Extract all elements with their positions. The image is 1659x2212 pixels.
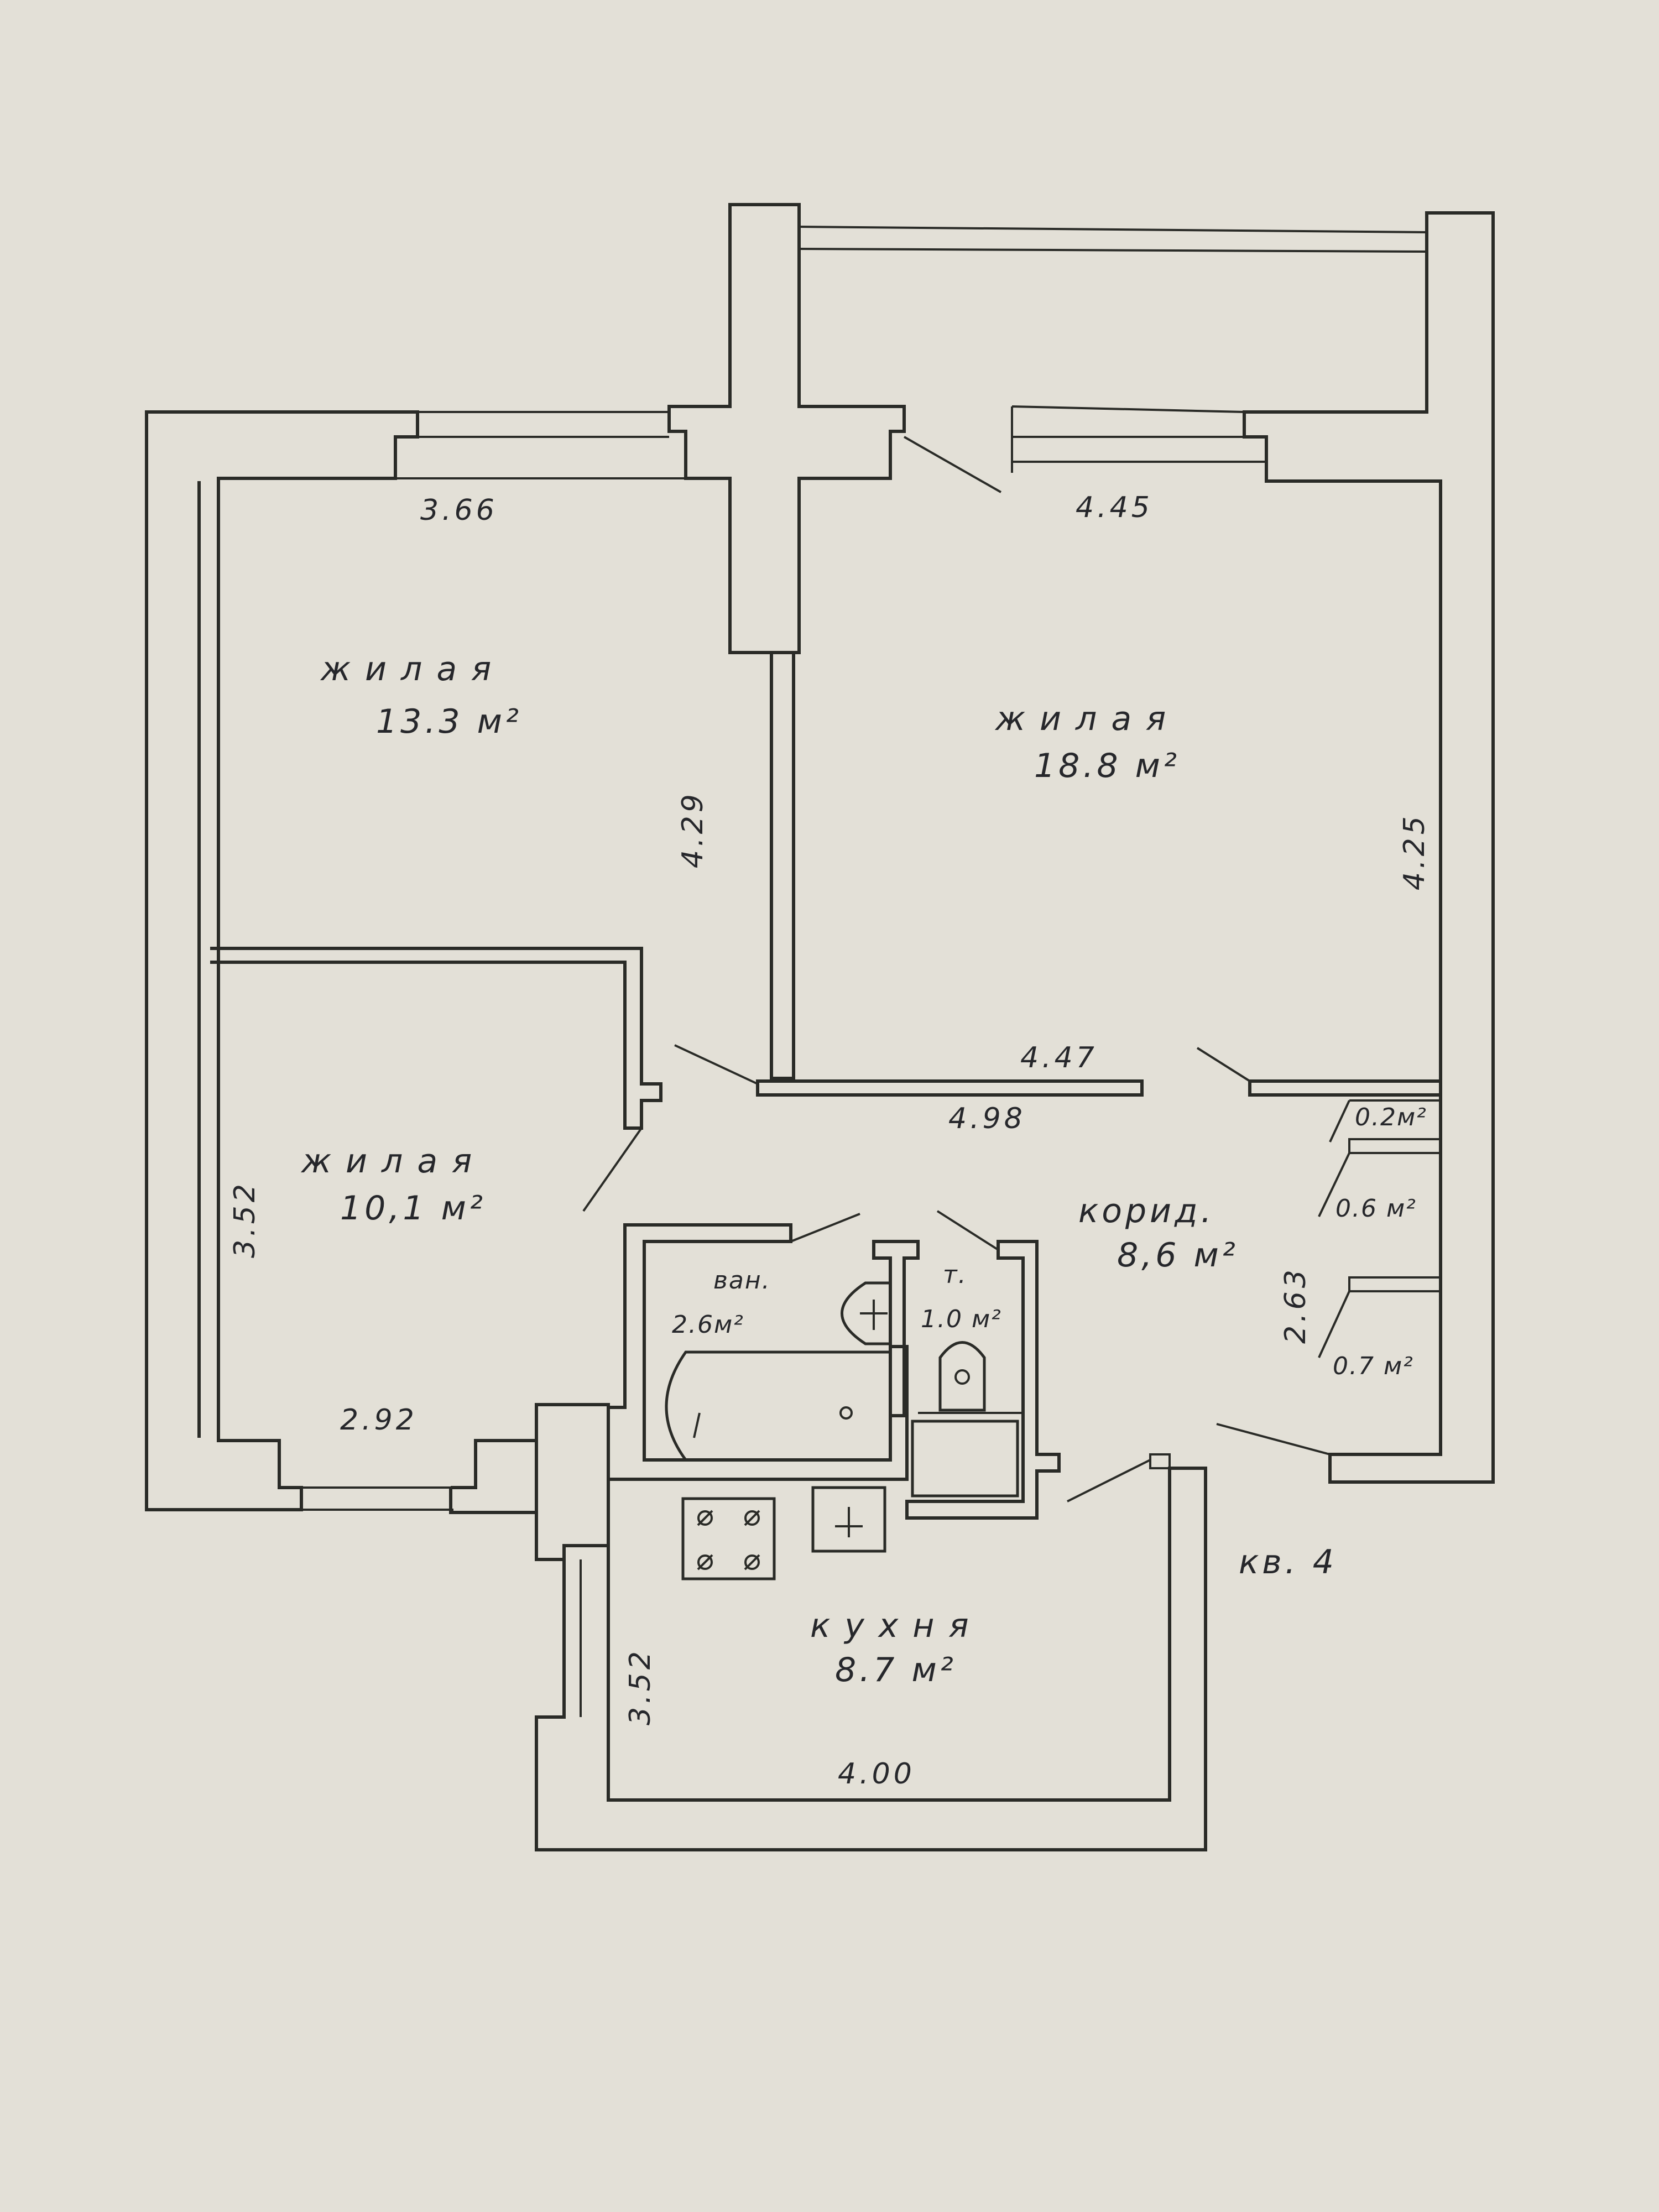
dim-2-63: 2.63 xyxy=(1279,1266,1312,1344)
room-area-living-3: 10,1 м² xyxy=(340,1189,486,1228)
dim-4-00: 4.00 xyxy=(838,1757,915,1791)
dim-4-29: 4.29 xyxy=(676,791,709,868)
bath-sink xyxy=(841,1281,892,1345)
balcony-door-swing xyxy=(904,436,1001,493)
vertical-partition xyxy=(770,653,795,1080)
fixtures xyxy=(665,1281,1019,1580)
bathtub xyxy=(665,1350,892,1462)
dim-2-92: 2.92 xyxy=(340,1404,418,1437)
utility-box xyxy=(911,1420,1019,1498)
toilet-bowl xyxy=(938,1341,986,1412)
central-pier xyxy=(667,203,906,654)
door-swing-closet3 xyxy=(1318,1291,1350,1358)
room-area-kitchen: 8.7 м² xyxy=(835,1651,957,1689)
kitchen-pier xyxy=(449,1405,610,1561)
dim-4-25: 4.25 xyxy=(1398,813,1431,890)
room-name-living-3: жилая xyxy=(300,1142,486,1181)
apartment-label: кв. 4 xyxy=(1239,1543,1337,1582)
room-name-kitchen: кухня xyxy=(810,1606,983,1645)
closet-area-3: 0.7 м² xyxy=(1333,1352,1414,1380)
stove-burners xyxy=(697,1510,760,1571)
door-swings xyxy=(582,436,1350,1503)
dim-4-47: 4.47 xyxy=(1020,1041,1098,1074)
door-swing-left-room xyxy=(674,1044,758,1085)
door-swing-kitchen xyxy=(1067,1459,1151,1503)
dim-4-45: 4.45 xyxy=(1076,491,1153,524)
toilet-hole xyxy=(954,1369,970,1385)
room-name-bath: ван. xyxy=(713,1266,771,1295)
door-swing-closet1 xyxy=(1329,1100,1350,1142)
sink-tap xyxy=(860,1300,888,1330)
balcony-rail xyxy=(799,226,1427,253)
dim-4-98: 4.98 xyxy=(948,1102,1026,1135)
room-name-living-1: жилая xyxy=(320,650,505,688)
room-area-living-1: 13.3 м² xyxy=(376,702,522,741)
kitchen-tap xyxy=(835,1507,863,1537)
bathtub-outlet xyxy=(839,1406,853,1420)
stove xyxy=(681,1497,776,1580)
door-swing-closet4 xyxy=(1216,1423,1331,1455)
door-swing-small-room xyxy=(582,1127,643,1212)
closet-area-2: 0.6 м² xyxy=(1335,1194,1417,1223)
kitchen-window xyxy=(563,1559,582,1717)
room-area-living-2: 18.8 м² xyxy=(1034,747,1180,785)
closet-walls xyxy=(1348,1099,1442,1292)
door-swing-toilet xyxy=(936,1210,999,1251)
door-swing-right-room xyxy=(1196,1047,1251,1082)
kitchen-sink xyxy=(811,1486,886,1553)
labels: жилая 13.3 м² жилая 18.8 м² жилая 10,1 м… xyxy=(228,491,1431,1791)
left-rooms-partition xyxy=(210,947,662,1130)
right-room-partition xyxy=(1248,1079,1442,1097)
room-area-toilet: 1.0 м² xyxy=(921,1305,1002,1333)
window-top-left xyxy=(394,411,686,479)
dim-3-52-left: 3.52 xyxy=(228,1181,262,1258)
room-name-corridor: корид. xyxy=(1078,1192,1215,1230)
door-swing-closet2 xyxy=(1318,1152,1350,1217)
window-bottom-left xyxy=(301,1486,453,1511)
walls xyxy=(145,203,1495,1851)
room-area-bath: 2.6м² xyxy=(672,1311,744,1339)
closet-area-1: 0.2м² xyxy=(1355,1103,1427,1131)
window-top-right xyxy=(1011,405,1267,481)
kitchen-entry-jamb xyxy=(1149,1453,1171,1469)
room-area-corridor: 8,6 м² xyxy=(1117,1236,1239,1275)
toilet-walls xyxy=(905,1240,1061,1520)
bathroom-partition xyxy=(872,1240,920,1417)
door-swing-bath xyxy=(790,1213,860,1243)
bathtub-drain xyxy=(693,1412,701,1438)
dim-3-52-kitchen: 3.52 xyxy=(624,1648,657,1725)
corridor-top-partition xyxy=(756,1079,1144,1097)
room-name-living-2: жилая xyxy=(994,700,1180,738)
dim-3-66: 3.66 xyxy=(420,494,498,527)
room-name-toilet: т. xyxy=(943,1261,967,1289)
